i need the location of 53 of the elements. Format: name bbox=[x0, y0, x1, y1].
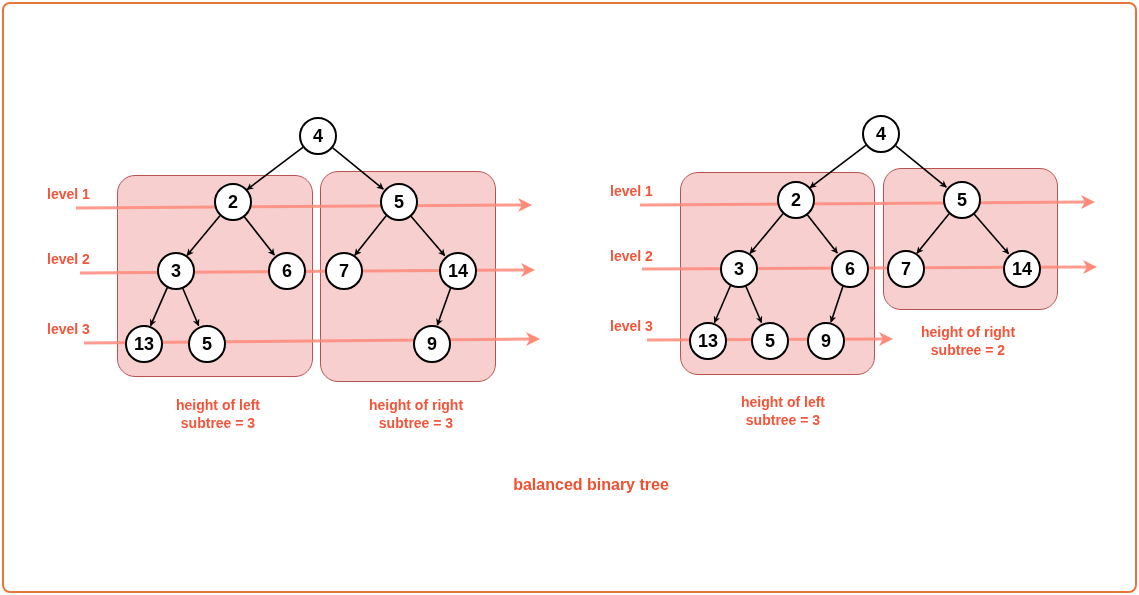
tree-node-circle: 9 bbox=[413, 325, 451, 363]
arrow bbox=[744, 284, 763, 324]
subtree-height-note: height of right subtree = 3 bbox=[367, 396, 465, 432]
tree-node-circle: 3 bbox=[720, 250, 758, 288]
level-label: level 2 bbox=[47, 251, 90, 267]
level-label: level 2 bbox=[610, 248, 653, 264]
subtree-box bbox=[883, 168, 1058, 310]
arrow bbox=[713, 284, 732, 324]
arrow bbox=[749, 212, 784, 255]
tree-node-circle: 4 bbox=[299, 117, 337, 155]
tree-node-circle: 14 bbox=[439, 252, 477, 290]
arrow bbox=[246, 146, 304, 191]
tree-node-circle: 5 bbox=[380, 183, 418, 221]
tree-node-circle: 2 bbox=[214, 183, 252, 221]
tree-node-circle: 6 bbox=[268, 252, 306, 290]
tree-node-circle: 5 bbox=[751, 322, 789, 360]
tree-node-circle: 5 bbox=[943, 181, 981, 219]
arrow bbox=[972, 212, 1010, 255]
arrow bbox=[829, 285, 844, 323]
subtree-height-note: height of left subtree = 3 bbox=[175, 396, 261, 432]
subtree-height-note: height of left subtree = 3 bbox=[740, 393, 826, 429]
subtree-box bbox=[680, 172, 875, 375]
arrow bbox=[331, 147, 385, 190]
arrow bbox=[409, 214, 446, 257]
tree-node-circle: 13 bbox=[125, 325, 163, 363]
arrow bbox=[181, 286, 200, 327]
tree-node-circle: 9 bbox=[807, 322, 845, 360]
level-label: level 3 bbox=[47, 321, 90, 337]
tree-node-circle: 6 bbox=[831, 250, 869, 288]
tree-node-circle: 7 bbox=[325, 252, 363, 290]
level-label: level 1 bbox=[47, 186, 90, 202]
arrow bbox=[354, 215, 387, 256]
arrow bbox=[894, 145, 948, 188]
arrow bbox=[809, 144, 867, 189]
arrow bbox=[186, 214, 221, 257]
tree-node-circle: 7 bbox=[887, 250, 925, 288]
subtree-box bbox=[117, 175, 313, 377]
tree-node-circle: 14 bbox=[1003, 250, 1041, 288]
tree-node-circle: 2 bbox=[777, 181, 815, 219]
tree-node-circle: 5 bbox=[188, 325, 226, 363]
arrow bbox=[149, 286, 169, 327]
arrow bbox=[436, 287, 452, 326]
arrow bbox=[916, 212, 950, 255]
diagram-caption: balanced binary tree bbox=[512, 476, 670, 494]
tree-node-circle: 4 bbox=[862, 115, 900, 153]
tree-node-circle: 13 bbox=[689, 322, 727, 360]
subtree-height-note: height of right subtree = 2 bbox=[919, 323, 1017, 359]
arrow bbox=[805, 213, 839, 254]
subtree-box bbox=[320, 171, 496, 382]
arrow bbox=[242, 215, 276, 256]
level-label: level 3 bbox=[610, 318, 653, 334]
tree-node-circle: 3 bbox=[157, 252, 195, 290]
level-label: level 1 bbox=[610, 183, 653, 199]
